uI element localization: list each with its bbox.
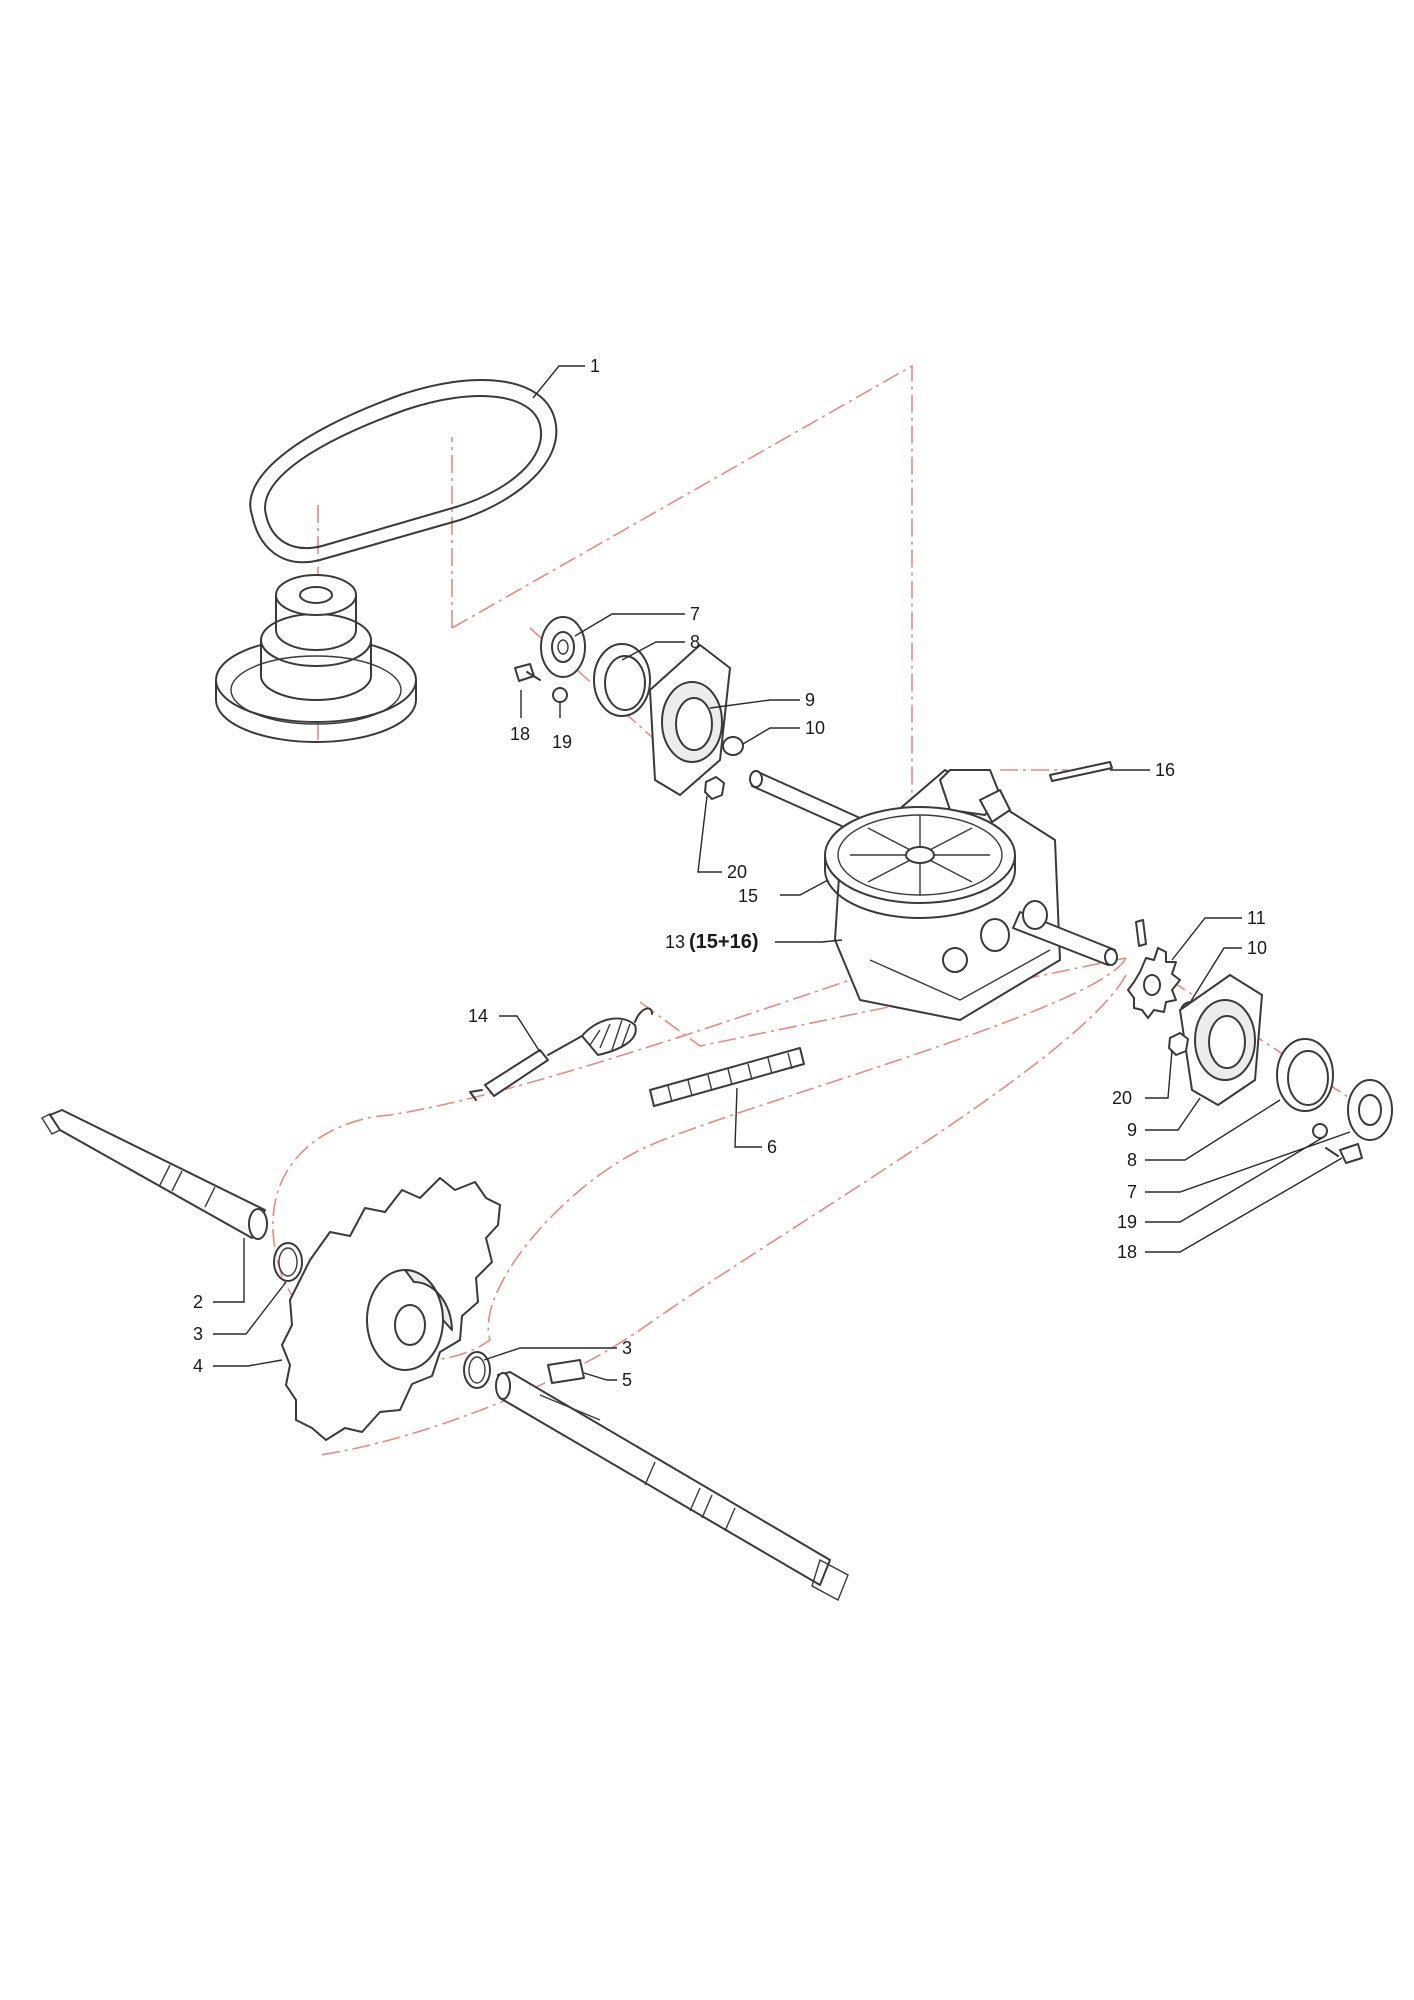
callout-18-upper: 18 <box>510 724 530 744</box>
callout-20-upper: 20 <box>727 862 747 882</box>
lower-bearing-group <box>1168 974 1393 1164</box>
callout-8-lower: 8 <box>1127 1150 1137 1170</box>
callout-15: 15 <box>738 886 758 906</box>
callout-18-lower: 18 <box>1117 1242 1137 1262</box>
pulley <box>215 574 417 743</box>
callout-10-lower: 10 <box>1247 938 1267 958</box>
callout-3-right: 3 <box>622 1338 632 1358</box>
callout-7-upper: 7 <box>690 604 700 624</box>
callout-13: 13 <box>665 932 685 952</box>
large-sprocket <box>281 1177 501 1441</box>
callout-1: 1 <box>590 356 600 376</box>
right-axle <box>495 1371 849 1601</box>
callout-7-lower: 7 <box>1127 1182 1137 1202</box>
callout-4: 4 <box>193 1356 203 1376</box>
v-belt <box>249 379 558 564</box>
small-sprocket <box>1127 919 1181 1019</box>
callout-16: 16 <box>1155 760 1175 780</box>
callout-labels: 1 7 8 9 10 18 19 20 15 16 13 (15+16) 11 … <box>193 356 1267 1390</box>
callout-3-left: 3 <box>193 1324 203 1344</box>
leader-lines <box>213 365 1351 1381</box>
callout-19-lower: 19 <box>1117 1212 1137 1232</box>
callout-11: 11 <box>1247 908 1266 928</box>
key-pin <box>1049 761 1113 782</box>
callout-8-upper: 8 <box>690 632 700 652</box>
gearbox <box>749 769 1118 1021</box>
callout-9-lower: 9 <box>1127 1120 1137 1140</box>
callout-13-sub: (15+16) <box>689 931 759 953</box>
upper-bearing-group <box>514 616 744 800</box>
callout-2: 2 <box>193 1292 203 1312</box>
callout-5: 5 <box>622 1370 632 1390</box>
spring-cable <box>469 1007 653 1101</box>
callout-6: 6 <box>767 1137 777 1157</box>
chain-segment <box>649 1047 805 1107</box>
left-axle <box>40 1109 268 1240</box>
shaft-key <box>547 1359 585 1384</box>
callout-20-lower: 20 <box>1112 1088 1132 1108</box>
retaining-ring-left <box>273 1242 303 1282</box>
callout-10-upper: 10 <box>805 718 825 738</box>
retaining-ring-right <box>463 1351 491 1389</box>
callout-9-upper: 9 <box>805 690 815 710</box>
callout-19-upper: 19 <box>552 732 572 752</box>
callout-14: 14 <box>468 1006 488 1026</box>
